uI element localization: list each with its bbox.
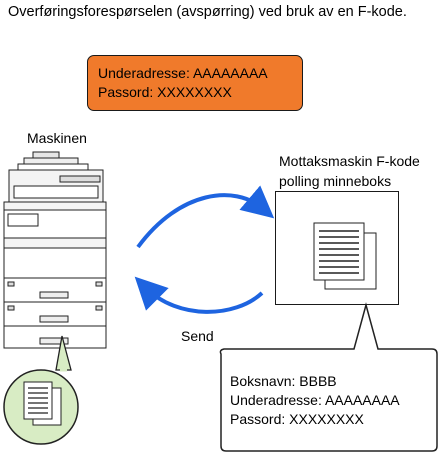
info-callout	[219, 302, 438, 452]
send-label: Send	[181, 328, 214, 344]
credentials-subaddress: Underadresse: AAAAAAAA	[98, 65, 268, 81]
credentials-password: Passord: XXXXXXXX	[98, 84, 232, 100]
page-title: Overføringsforespørselen (avspørring) ve…	[8, 4, 407, 20]
copier-machine-icon	[3, 151, 107, 349]
receiver-label-line1: Mottaksmaskin F-kode	[279, 153, 420, 169]
send-arrow	[134, 276, 264, 314]
info-password: Passord: XXXXXXXX	[230, 411, 364, 427]
request-arrow	[136, 185, 275, 249]
memory-box-info: Boksnavn: BBBB Underadresse: AAAAAAAA Pa…	[230, 372, 400, 429]
machine-label: Maskinen	[27, 130, 87, 146]
credentials-box: Underadresse: AAAAAAAA Passord: XXXXXXXX	[87, 55, 303, 111]
receiver-document-icon	[313, 222, 377, 290]
info-box-name: Boksnavn: BBBB	[230, 373, 337, 389]
receiver-label: Mottaksmaskin F-kode polling minneboks	[279, 151, 420, 191]
info-subaddress: Underadresse: AAAAAAAA	[230, 392, 400, 408]
document-icon	[23, 381, 62, 426]
receiver-label-line2: polling minneboks	[279, 173, 392, 189]
